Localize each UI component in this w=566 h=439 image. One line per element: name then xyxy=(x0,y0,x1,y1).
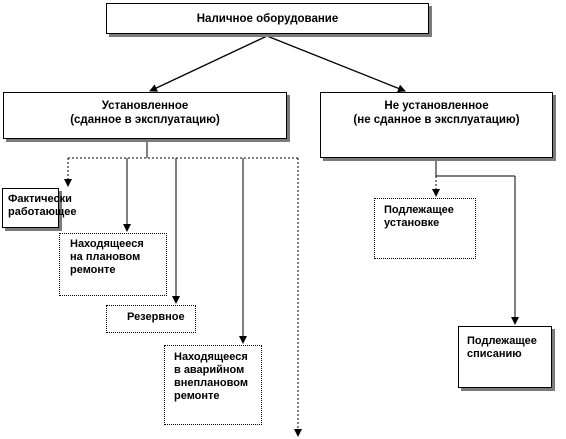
not-installed-node: Не установленное (не сданное в эксплуата… xyxy=(320,92,553,158)
arrow-root-to-installed xyxy=(149,35,268,92)
emergency-repair-node: Находящееся в аварийном внеплановом ремо… xyxy=(164,345,262,425)
write-off-label: Подлежащее списанию xyxy=(467,335,537,360)
arrow-root-to-not-installed xyxy=(266,35,406,93)
reserve-node: Резервное xyxy=(106,305,196,333)
root-node: Наличное оборудование xyxy=(106,3,429,34)
working-label: Фактически работающее xyxy=(8,193,77,218)
write-off-node: Подлежащее списанию xyxy=(458,326,552,388)
planned-repair-node: Находящееся на плановом ремонте xyxy=(59,233,167,296)
installed-node: Установленное (сданное в эксплуатацию) xyxy=(3,92,287,139)
working-node: Фактически работающее xyxy=(2,188,77,228)
planned-repair-label: Находящееся на плановом ремонте xyxy=(70,238,144,276)
to-install-node: Подлежащее установке xyxy=(374,198,476,259)
to-install-label: Подлежащее установке xyxy=(384,204,454,229)
root-label: Наличное оборудование xyxy=(196,13,339,25)
emergency-repair-label: Находящееся в аварийном внеплановом ремо… xyxy=(174,351,248,402)
not-installed-label: Не установленное (не сданное в эксплуата… xyxy=(353,100,520,126)
reserve-label: Резервное xyxy=(127,311,185,323)
installed-label: Установленное (сданное в эксплуатацию) xyxy=(70,100,220,126)
